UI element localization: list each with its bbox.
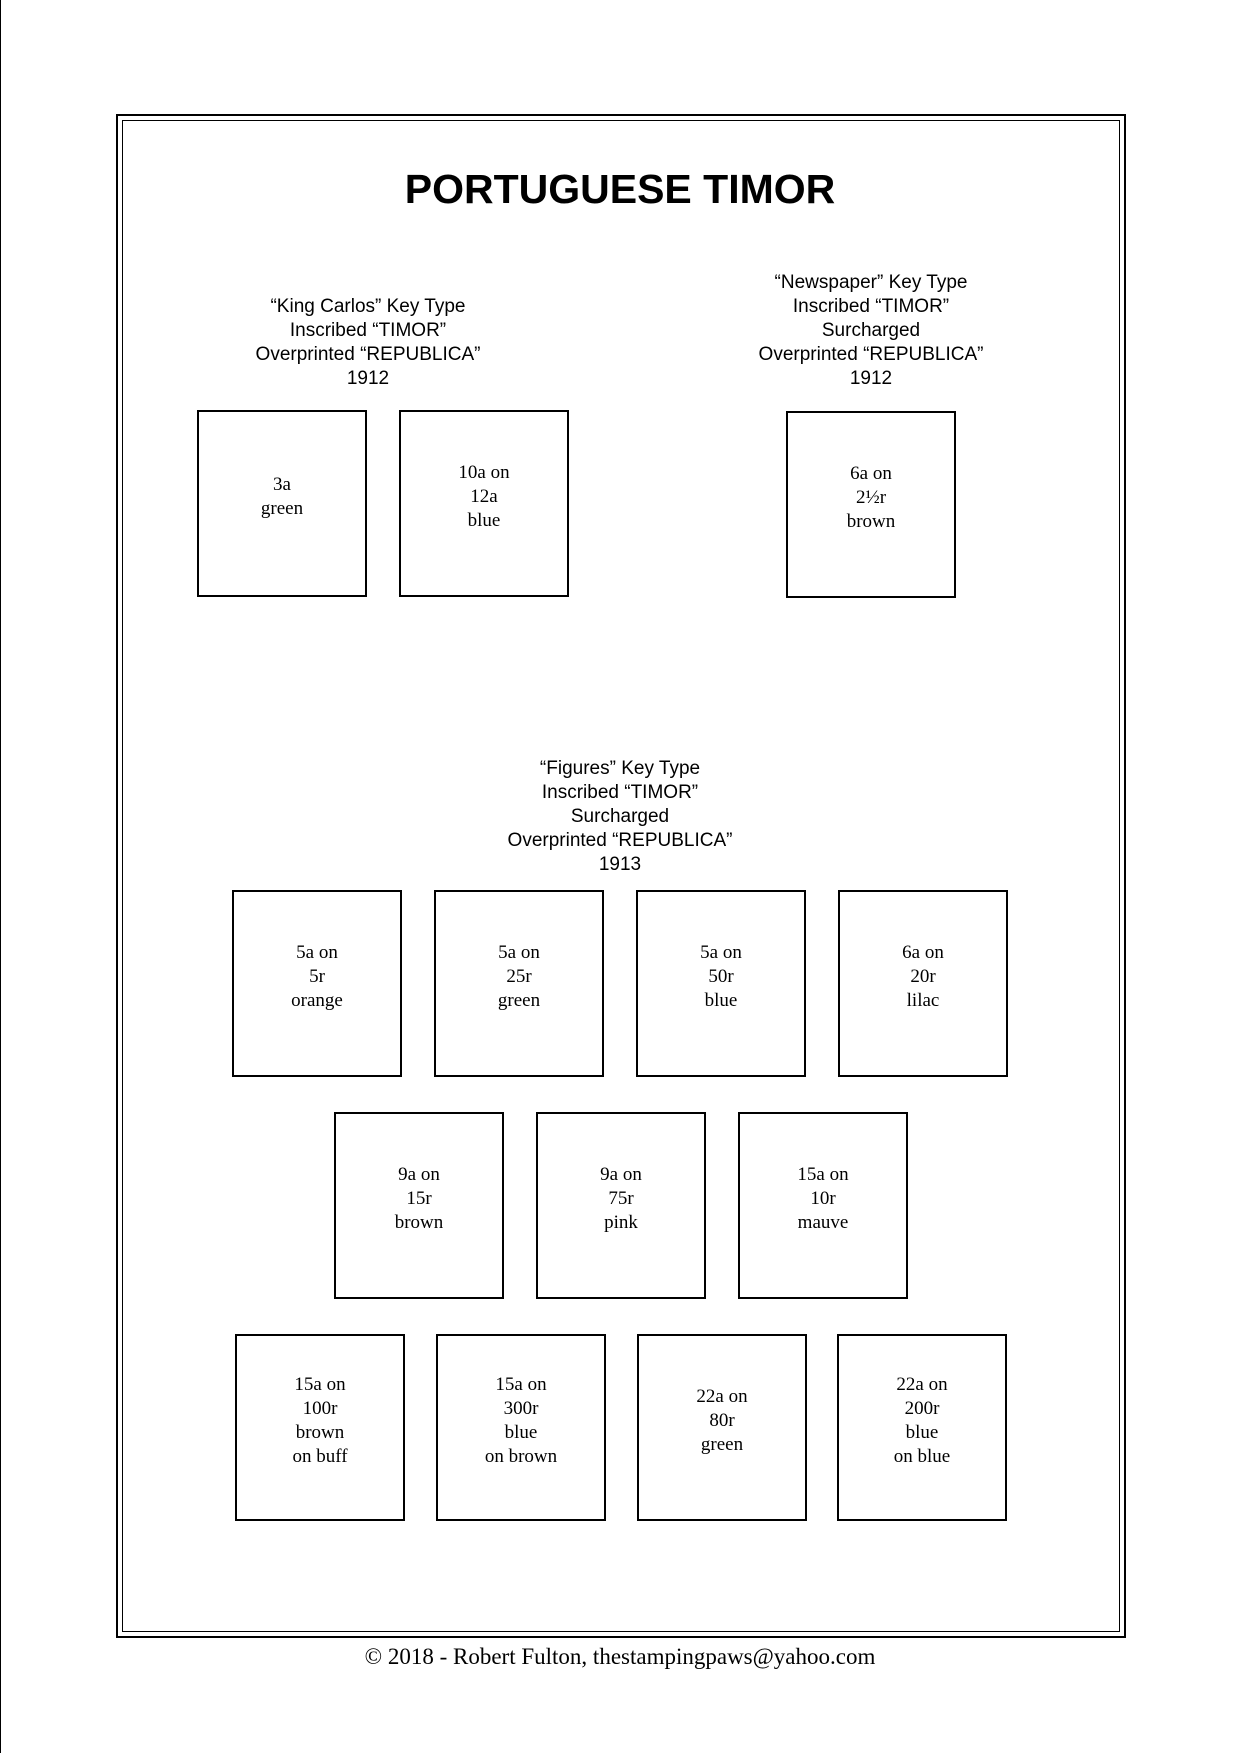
stamp-text: 20r — [910, 965, 936, 987]
stamp-text: 5a on — [700, 941, 742, 963]
stamp-space: 5a on 25r green — [434, 890, 604, 1077]
stamp-text: on buff — [292, 1445, 348, 1467]
stamp-text: 9a on — [398, 1163, 440, 1185]
stamp-text: 22a on — [896, 1373, 948, 1395]
stamp-text: 10a on — [458, 461, 510, 483]
stamp-text: 10r — [810, 1187, 836, 1209]
stamp-text: 6a on — [850, 462, 892, 484]
stamp-text: 15a on — [495, 1373, 547, 1395]
section-heading-king-carlos: “King Carlos” Key Type Inscribed “TIMOR”… — [218, 295, 518, 391]
stamp-space: 9a on 75r pink — [536, 1112, 706, 1299]
stamp-text: 12a — [470, 485, 498, 507]
stamp-space: 15a on 100r brown on buff — [235, 1334, 405, 1521]
stamp-text: lilac — [906, 989, 940, 1011]
heading-line: Overprinted “REPUBLICA” — [758, 344, 984, 365]
heading-line: “Newspaper” Key Type — [774, 272, 968, 293]
heading-line: 1912 — [346, 368, 390, 389]
heading-line: Inscribed “TIMOR” — [792, 296, 950, 317]
stamp-text: 2½r — [855, 486, 887, 508]
stamp-text: orange — [291, 989, 343, 1011]
stamp-text: 22a on — [696, 1385, 748, 1407]
section-heading-newspaper: “Newspaper” Key Type Inscribed “TIMOR” S… — [721, 271, 1021, 391]
stamp-text: brown — [846, 510, 896, 532]
stamp-text: 100r — [302, 1397, 338, 1419]
stamp-text: 25r — [506, 965, 532, 987]
stamp-text: blue — [905, 1421, 939, 1443]
album-frame-outer — [116, 114, 1126, 1638]
heading-line: 1912 — [849, 368, 893, 389]
stamp-text: brown — [295, 1421, 345, 1443]
stamp-space: 6a on 20r lilac — [838, 890, 1008, 1077]
stamp-text: green — [497, 989, 541, 1011]
stamp-text: blue — [504, 1421, 538, 1443]
heading-line: Surcharged — [570, 806, 670, 827]
stamp-text: 300r — [503, 1397, 539, 1419]
stamp-space: 5a on 5r orange — [232, 890, 402, 1077]
stamp-space: 10a on 12a blue — [399, 410, 569, 597]
stamp-space: 22a on 80r green — [637, 1334, 807, 1521]
heading-line: Inscribed “TIMOR” — [541, 782, 699, 803]
stamp-text: green — [700, 1433, 744, 1455]
stamp-text: 75r — [608, 1187, 634, 1209]
stamp-text: 15a on — [294, 1373, 346, 1395]
stamp-space: 9a on 15r brown — [334, 1112, 504, 1299]
heading-line: Inscribed “TIMOR” — [289, 320, 447, 341]
stamp-text: 5a on — [296, 941, 338, 963]
heading-line: Surcharged — [821, 320, 921, 341]
stamp-text: 6a on — [902, 941, 944, 963]
stamp-space: 15a on 300r blue on brown — [436, 1334, 606, 1521]
stamp-space: 22a on 200r blue on blue — [837, 1334, 1007, 1521]
stamp-text: brown — [394, 1211, 444, 1233]
stamp-text: blue — [704, 989, 738, 1011]
stamp-space: 6a on 2½r brown — [786, 411, 956, 598]
heading-line: 1913 — [598, 854, 642, 875]
stamp-text: 15r — [406, 1187, 432, 1209]
stamp-text: green — [260, 497, 304, 519]
stamp-space: 15a on 10r mauve — [738, 1112, 908, 1299]
stamp-text: 80r — [709, 1409, 735, 1431]
stamp-text: pink — [604, 1211, 638, 1233]
heading-line: Overprinted “REPUBLICA” — [507, 830, 733, 851]
heading-line: “Figures” Key Type — [539, 758, 701, 779]
stamp-text: 50r — [708, 965, 734, 987]
stamp-text: 15a on — [797, 1163, 849, 1185]
heading-line: “King Carlos” Key Type — [270, 296, 466, 317]
heading-line: Overprinted “REPUBLICA” — [255, 344, 481, 365]
copyright-footer: © 2018 - Robert Fulton, thestampingpaws@… — [364, 1644, 876, 1669]
page-title: PORTUGUESE TIMOR — [404, 166, 836, 212]
stamp-space: 3a green — [197, 410, 367, 597]
stamp-text: blue — [467, 509, 501, 531]
stamp-text: 3a — [273, 473, 291, 495]
stamp-text: 200r — [904, 1397, 940, 1419]
stamp-text: 5a on — [498, 941, 540, 963]
section-heading-figures: “Figures” Key Type Inscribed “TIMOR” Sur… — [470, 757, 770, 877]
stamp-text: 9a on — [600, 1163, 642, 1185]
stamp-text: mauve — [797, 1211, 849, 1233]
stamp-text: on brown — [484, 1445, 558, 1467]
album-frame-inner — [122, 120, 1120, 1632]
stamp-space: 5a on 50r blue — [636, 890, 806, 1077]
stamp-text: on blue — [893, 1445, 951, 1467]
stamp-text: 5r — [309, 965, 325, 987]
